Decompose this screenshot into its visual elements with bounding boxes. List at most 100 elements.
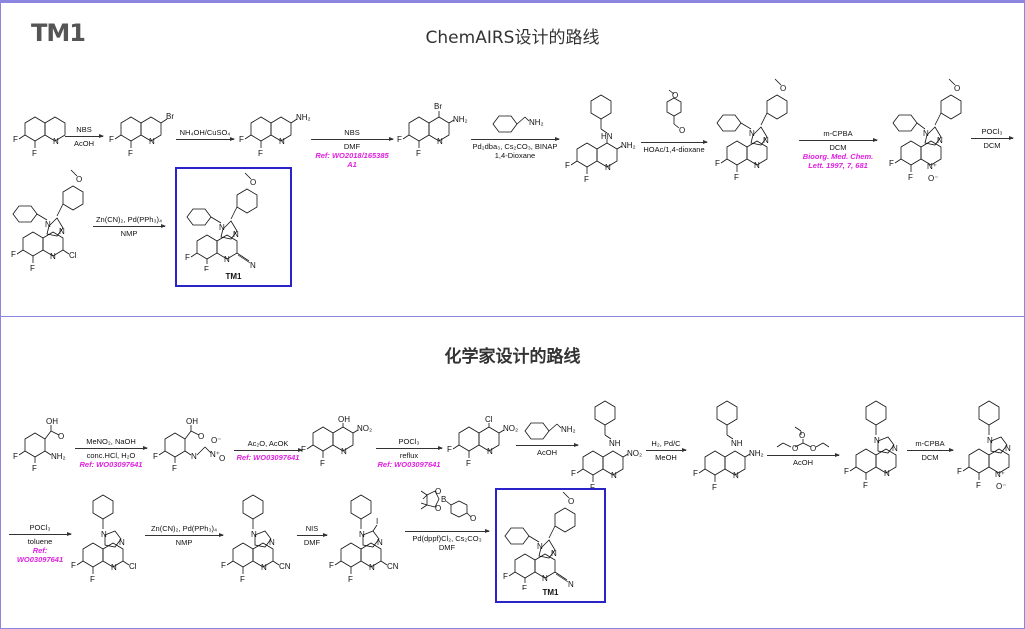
atom-b: B <box>441 495 446 504</box>
literature-reference: Ref: WO2018/165385 A1 <box>315 151 389 169</box>
reaction-arrow-8: Zn(CN)₂, Pd(PPh₃)₄ NMP <box>93 215 166 238</box>
atom-f: F <box>957 467 962 476</box>
reagent: AcOH <box>536 448 557 457</box>
atom-n: N <box>754 161 760 170</box>
atom-f: F <box>172 464 177 473</box>
atom-oh: OH <box>46 417 58 426</box>
atom-f: F <box>90 575 95 584</box>
molecule-4-chloro-imidazoquinoline: O N N Cl F F N <box>9 168 99 283</box>
atom-o: O <box>792 444 798 451</box>
molecule-cyclohexylmethylamino-aminoquinoline: NH NH₂ F F N <box>693 399 770 494</box>
atom-n: N <box>987 436 993 445</box>
structure-drawing: OH NO₂ F F N <box>301 415 372 468</box>
atom-hn: HN <box>601 132 613 141</box>
tm1-structure: O N N N F F N <box>503 491 576 590</box>
arrow-line <box>646 448 687 452</box>
atom-n: N <box>50 252 56 261</box>
atom-n: N <box>923 129 929 138</box>
reaction-arrow-3: NBS DMF Ref: WO2018/165385 A1 <box>311 128 394 169</box>
target-molecule-box: O N N N F F N TM1 <box>175 167 292 287</box>
atom-n: N <box>45 220 51 229</box>
reaction-arrow-b6: O O O AcOH <box>767 425 840 467</box>
reaction-arrow-5: O O HOAc/1,4-dioxane <box>641 88 708 154</box>
atom-n: N <box>111 563 117 572</box>
structure-drawing: F F N Br <box>109 112 174 158</box>
atom-n: N <box>542 574 548 583</box>
atom-n: N <box>269 538 275 547</box>
arrow-line <box>145 533 224 537</box>
atom-f: F <box>734 173 739 182</box>
reagent: POCl₃ <box>981 127 1003 136</box>
atom-o: O <box>954 84 960 93</box>
atom-n-plus: N⁺ <box>927 162 937 171</box>
atom-f: F <box>348 575 353 584</box>
molecule-3-amino-difluoroquinoline: F F N NH₂ <box>239 113 311 160</box>
methoxybenzaldehyde-structure: O O <box>666 89 685 135</box>
atom-n: N <box>224 255 230 264</box>
reaction-arrow-b2: Ac₂O, AcOK Ref: WO03097641 <box>234 439 303 462</box>
arrow-line <box>971 136 1014 140</box>
atom-n: N <box>605 163 611 172</box>
reagent: DMF <box>438 543 456 552</box>
atom-f: F <box>128 149 133 158</box>
atom-o: O <box>58 432 64 441</box>
structure-drawing: O N N Cl F F N <box>11 169 84 273</box>
atom-f: F <box>13 135 18 144</box>
reagent: NH₄OH/CuSO₄ <box>179 128 231 137</box>
atom-f: F <box>109 135 114 144</box>
atom-cl: Cl <box>485 415 493 424</box>
arrow-line <box>907 448 954 452</box>
atom-n: N <box>874 436 880 445</box>
structure-drawing: NH NO₂ F F N <box>571 400 642 492</box>
atom-f: F <box>13 452 18 461</box>
atom-br: Br <box>434 102 442 111</box>
chemist-route-panel: 化学家设计的路线 OH O NH₂ F F MeNO₂, NaOH conc.H… <box>0 316 1025 629</box>
structure-drawing: O N N F F N⁺ O⁻ <box>889 78 962 183</box>
atom-o: O <box>219 454 225 463</box>
arrow-line <box>176 137 235 141</box>
molecule-2-iodo-imidazoquinoline: N I N CN F F N <box>329 494 411 590</box>
arrow-line <box>516 443 579 447</box>
arrow-line <box>234 448 303 452</box>
atom-o-minus: O⁻ <box>211 436 221 445</box>
reagent: H₂, Pd/C <box>651 439 681 448</box>
atom-f: F <box>301 445 306 454</box>
atom-f: F <box>32 149 37 158</box>
literature-reference: Ref: WO03097641 <box>236 453 300 462</box>
reaction-arrow-b3: POCl₃ reflux Ref: WO03097641 <box>376 437 443 469</box>
atom-n-plus: N⁺ <box>210 450 220 459</box>
atom-f: F <box>693 469 698 478</box>
atom-f: F <box>397 135 402 144</box>
cyclohexylmethanamine-structure: NH₂ <box>524 422 576 440</box>
atom-nh2: NH₂ <box>51 452 66 461</box>
atom-n: N <box>611 471 617 480</box>
atom-f: F <box>204 265 209 271</box>
atom-f: F <box>221 561 226 570</box>
literature-reference: Bioorg. Med. Chem. Lett. 1997, 7, 681 <box>802 152 874 170</box>
molecule-difluoroquinoline: F F N <box>13 115 66 160</box>
atom-n: N <box>53 137 59 146</box>
reagent: toluene <box>27 537 53 546</box>
arrow-line <box>471 137 560 141</box>
reagent: AcOH <box>792 458 813 467</box>
atom-cn: CN <box>387 562 399 571</box>
atom-n: N <box>749 129 755 138</box>
atom-f: F <box>320 459 325 468</box>
structure-drawing: N N F F N⁺ O⁻ <box>957 400 1011 491</box>
atom-nh2: NH₂ <box>529 118 544 127</box>
atom-f: F <box>466 459 471 468</box>
atom-f: F <box>863 481 868 490</box>
reagent: Pd₂dba₃, Cs₂CO₃, BINAP <box>472 142 558 151</box>
reaction-arrow-4: NH₂ Pd₂dba₃, Cs₂CO₃, BINAP 1,4-Dioxane <box>471 113 560 160</box>
arrow-line <box>641 140 708 144</box>
atom-n: N <box>937 136 943 145</box>
atom-n: N <box>279 137 285 146</box>
atom-no2: NO₂ <box>503 424 518 433</box>
atom-br: Br <box>166 112 174 121</box>
molecule-4-cyano-imidazoquinoline: N N CN F F N <box>221 494 303 590</box>
cyclohexylmethanamine-structure: NH₂ <box>492 115 544 133</box>
atom-n: N <box>251 530 257 539</box>
atom-n: N <box>101 530 107 539</box>
reaction-arrow-2: NH₄OH/CuSO₄ <box>176 128 235 142</box>
chemairs-route-title: ChemAIRS设计的路线 <box>425 28 600 48</box>
